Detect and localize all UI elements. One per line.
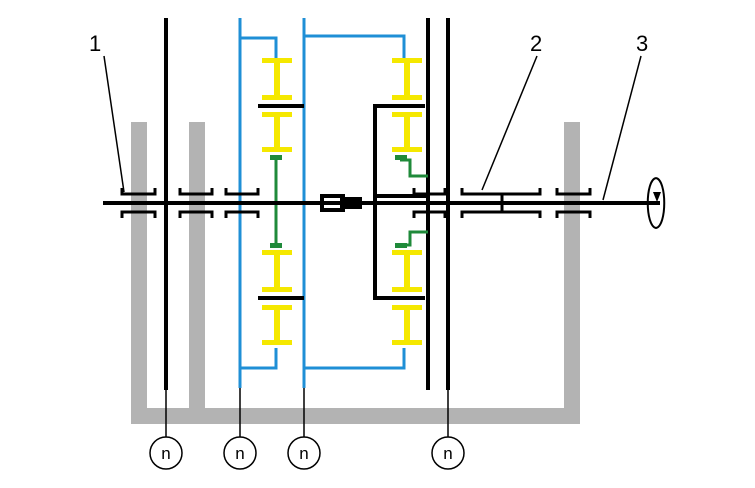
callout-leaders [103,55,642,201]
planet-gears-right [392,58,422,345]
callout-3: 3 [636,31,648,56]
speed-marker-lines [165,388,449,437]
rotation-arrow-icon [646,177,666,230]
speed-marker-4: n [443,444,452,463]
bearings [120,188,592,218]
housing [131,122,580,424]
speed-marker-1: n [161,444,170,463]
planet-gears-left [262,58,292,345]
callout-2: 2 [530,31,542,56]
speed-marker-2: n [235,444,244,463]
green-gear-ticks [270,155,407,248]
callout-1: 1 [89,31,101,56]
speed-marker-3: n [299,444,308,463]
speed-marker-circles [149,436,465,470]
main-shaft [103,194,660,212]
